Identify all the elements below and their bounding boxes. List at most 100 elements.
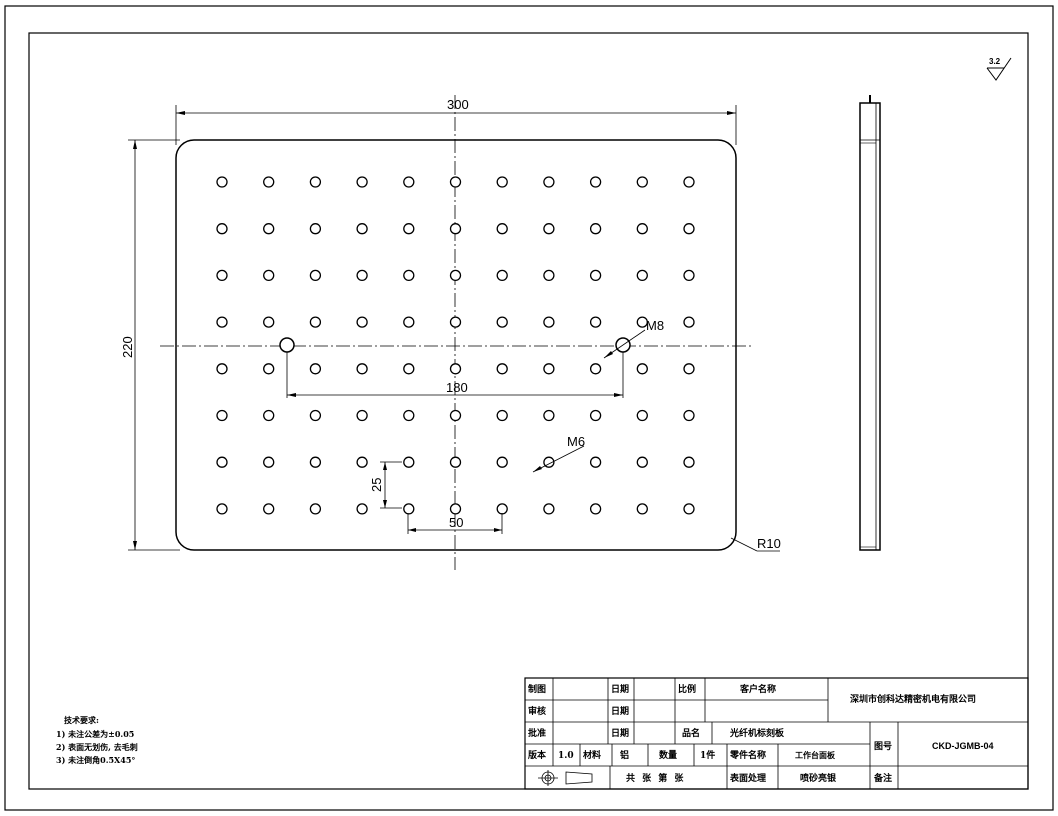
surface-finish-symbol: 3.2 — [986, 57, 1012, 81]
tech-note-3: 3) 未注倒角0.5X45° — [56, 755, 135, 765]
m6-hole — [449, 223, 462, 235]
tb-part-name: 工作台面板 — [795, 750, 836, 760]
m6-hole — [543, 316, 555, 328]
m6-hole — [636, 223, 648, 235]
tb-surface-label: 表面处理 — [729, 772, 766, 784]
m6-hole — [636, 456, 648, 468]
m6-hole — [543, 456, 555, 468]
tb-qty: 1件 — [700, 749, 715, 761]
m6-hole — [543, 176, 555, 188]
m6-hole — [309, 363, 322, 375]
m6-hole — [543, 223, 555, 235]
m6-hole — [589, 363, 602, 375]
m6-hole — [683, 269, 695, 282]
m6-hole — [636, 176, 648, 188]
m6-hole — [496, 269, 508, 282]
m6-hole — [636, 363, 648, 375]
m6-hole — [496, 363, 508, 375]
tb-surface: 喷砂亮银 — [800, 772, 837, 784]
surface-finish-value: 3.2 — [989, 57, 1001, 66]
m6-hole — [403, 316, 415, 328]
m6-hole — [263, 503, 275, 515]
pitch-y-label: 25 — [369, 478, 384, 492]
m6-hole — [636, 316, 648, 328]
plate-outline — [175, 139, 737, 551]
m6-hole — [683, 409, 695, 422]
m6-hole — [356, 456, 368, 468]
m6-hole — [216, 269, 228, 282]
m6-hole — [216, 176, 228, 188]
m6-hole — [683, 363, 695, 375]
pitch-x-label: 50 — [449, 515, 463, 530]
m6-hole — [216, 316, 228, 328]
m6-hole — [449, 409, 462, 422]
m6-hole — [496, 176, 508, 188]
m6-hole — [263, 223, 275, 235]
hole-span-dimension: 180 — [286, 352, 624, 398]
m6-hole — [403, 456, 415, 468]
m6-hole — [589, 316, 602, 328]
m6-hole — [589, 503, 602, 515]
m6-hole — [449, 363, 462, 375]
m6-hole — [496, 503, 508, 515]
m6-hole — [263, 316, 275, 328]
m6-hole — [589, 269, 602, 282]
tb-scale-label: 比例 — [678, 683, 696, 695]
m6-hole — [309, 409, 322, 422]
m6-hole — [309, 269, 322, 282]
tech-note-1: 1) 未注公差为±0.05 — [56, 729, 134, 739]
m6-hole — [589, 456, 602, 468]
tb-date-label-2: 日期 — [611, 705, 629, 717]
m6-hole — [683, 176, 695, 188]
m6-hole — [309, 316, 322, 328]
tb-drawing-no-label: 图号 — [874, 741, 892, 752]
inner-frame — [28, 32, 1029, 790]
m6-hole — [449, 269, 462, 282]
m6-hole — [356, 176, 368, 188]
m8-hole-left — [279, 337, 295, 353]
tb-drawn-label: 制图 — [528, 683, 546, 695]
projection-symbol — [538, 770, 593, 786]
tech-notes: 技术要求: 1) 未注公差为±0.05 2) 表面无划伤, 去毛刺 3) 未注倒… — [56, 715, 138, 765]
m6-hole — [403, 409, 415, 422]
m6-hole — [356, 409, 368, 422]
tech-note-2: 2) 表面无划伤, 去毛刺 — [56, 742, 138, 752]
m6-label: M6 — [567, 434, 585, 449]
m6-hole — [216, 363, 228, 375]
m6-hole — [683, 456, 695, 468]
m6-hole — [263, 363, 275, 375]
tb-part-label: 零件名称 — [729, 749, 766, 761]
m6-hole — [216, 456, 228, 468]
tb-customer-label: 客户名称 — [739, 683, 776, 695]
m6-hole — [309, 176, 322, 188]
m6-hole — [403, 363, 415, 375]
tb-date-label-1: 日期 — [611, 683, 629, 695]
m6-hole — [589, 176, 602, 188]
height-dimension: 220 — [120, 139, 180, 551]
m6-hole — [543, 409, 555, 422]
pitch-x-dimension: 50 — [407, 513, 503, 534]
m6-hole — [543, 503, 555, 515]
tb-product-label: 品名 — [682, 727, 700, 739]
tb-material-label: 材料 — [582, 749, 601, 761]
m6-hole — [403, 503, 415, 515]
m6-hole — [309, 223, 322, 235]
tb-remark-label: 备注 — [873, 772, 892, 784]
m6-hole — [309, 456, 322, 468]
m6-hole — [589, 409, 602, 422]
m6-hole — [356, 223, 368, 235]
tb-version: 1.0 — [558, 751, 574, 761]
m6-hole — [263, 176, 275, 188]
m6-hole — [449, 503, 462, 515]
tb-checked-label: 审核 — [528, 705, 546, 717]
m8-leader: M8 — [603, 318, 664, 359]
tech-notes-title: 技术要求: — [64, 715, 99, 725]
m6-hole — [683, 503, 695, 515]
m6-hole — [589, 223, 602, 235]
tb-drawing-no: CKD-JGMB-04 — [932, 741, 994, 751]
width-dimension-label: 300 — [447, 97, 469, 112]
hole-span-label: 180 — [446, 380, 468, 395]
m6-hole — [309, 503, 322, 515]
pitch-y-dimension: 25 — [369, 461, 402, 509]
